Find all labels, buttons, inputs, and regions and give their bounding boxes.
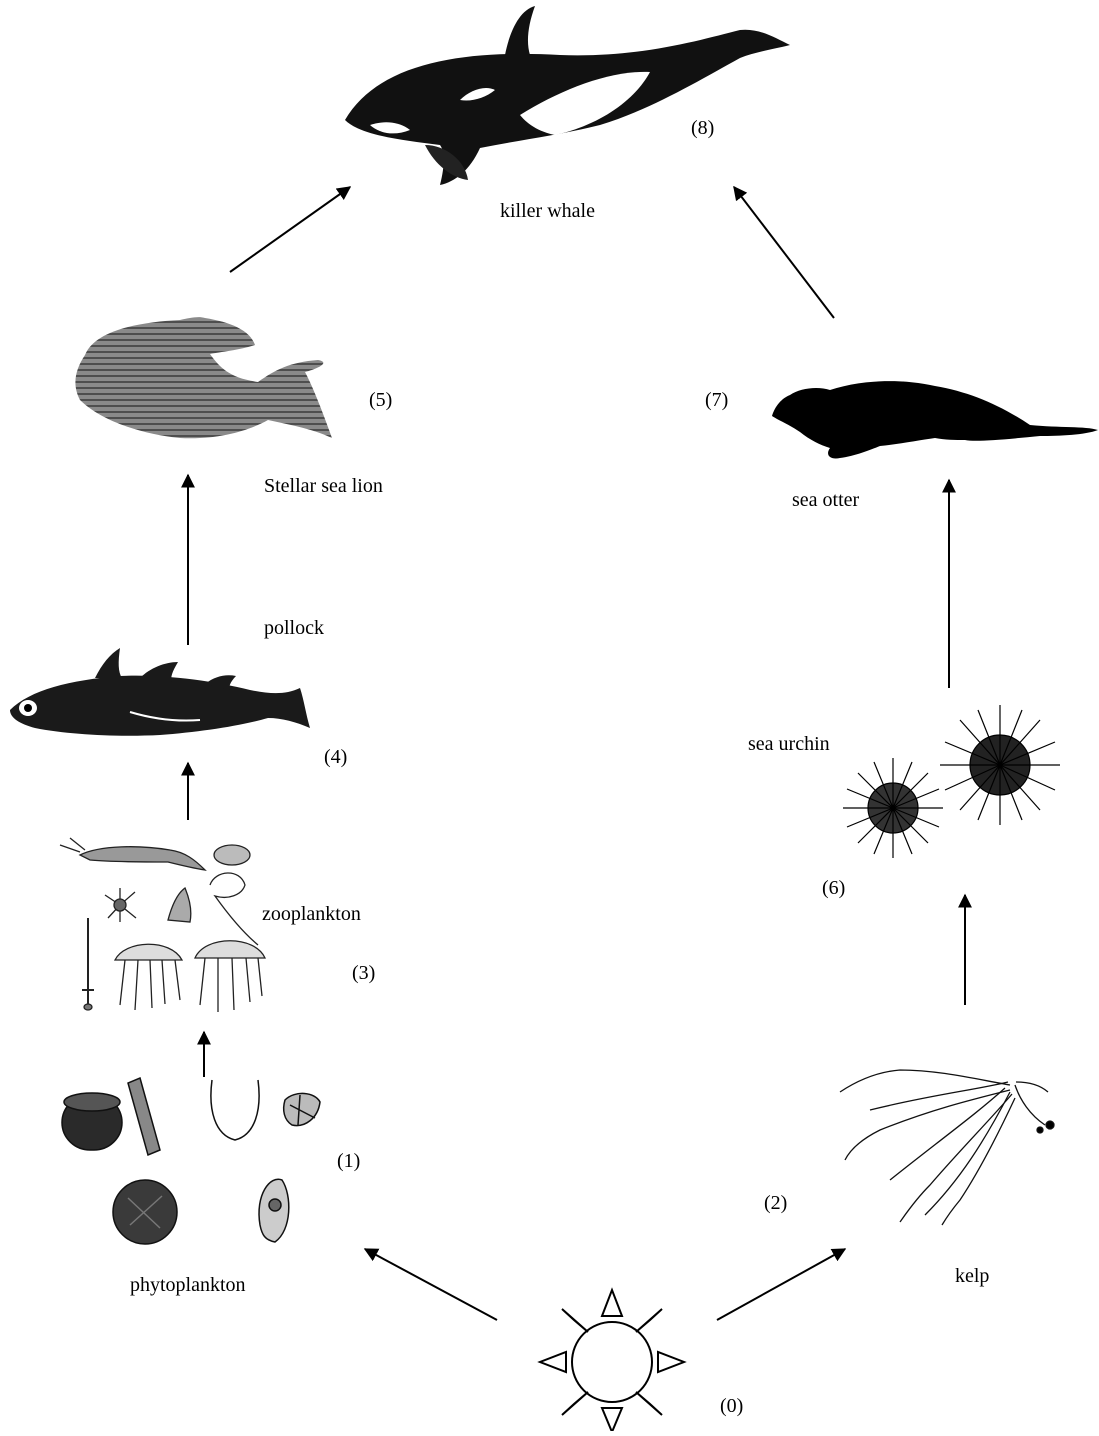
kelp-number: (2)	[764, 1192, 787, 1214]
sea-urchin-illustration	[843, 705, 1060, 858]
arrow-sea-otter-to-killer-whale	[734, 187, 834, 318]
phytoplankton-number: (1)	[337, 1150, 360, 1172]
pollock-number: (4)	[324, 746, 347, 768]
sun-ray	[602, 1408, 622, 1431]
kelp-label: kelp	[955, 1265, 989, 1287]
sun-ray	[636, 1309, 662, 1332]
kelp-illustration	[840, 1070, 1054, 1225]
sea-otter-illustration	[772, 381, 1098, 458]
sun-ray	[562, 1309, 588, 1332]
arrow-sun-to-phytoplankton	[365, 1249, 497, 1320]
sun-ray	[658, 1352, 684, 1372]
pollock-label: pollock	[264, 617, 324, 639]
killer-whale-number: (8)	[691, 117, 714, 139]
sun-ray	[636, 1392, 662, 1415]
sea-urchin-label: sea urchin	[748, 733, 830, 755]
killer-whale-illustration	[345, 6, 790, 185]
sea-otter-number: (7)	[705, 389, 728, 411]
sun-disc	[572, 1322, 652, 1402]
killer-whale-label: killer whale	[500, 200, 595, 222]
zooplankton-label: zooplankton	[262, 903, 361, 925]
sea-lion-illustration	[75, 317, 332, 438]
zooplankton-number: (3)	[352, 962, 375, 984]
arrow-sea-lion-to-killer-whale	[230, 187, 350, 272]
sea-lion-label: Stellar sea lion	[264, 475, 383, 497]
sun-illustration	[540, 1290, 684, 1431]
phytoplankton-label: phytoplankton	[130, 1274, 246, 1296]
sun-ray	[562, 1392, 588, 1415]
phytoplankton-illustration	[62, 1078, 320, 1244]
sun-ray	[540, 1352, 566, 1372]
zooplankton-illustration	[60, 838, 265, 1012]
sun-number: (0)	[720, 1395, 743, 1417]
pollock-illustration	[10, 648, 310, 736]
sea-urchin-number: (6)	[822, 877, 845, 899]
energy-flow-arrows	[188, 187, 965, 1320]
arrow-sun-to-kelp	[717, 1249, 845, 1320]
sea-lion-number: (5)	[369, 389, 392, 411]
sun-ray	[602, 1290, 622, 1316]
sea-otter-label: sea otter	[792, 489, 859, 511]
